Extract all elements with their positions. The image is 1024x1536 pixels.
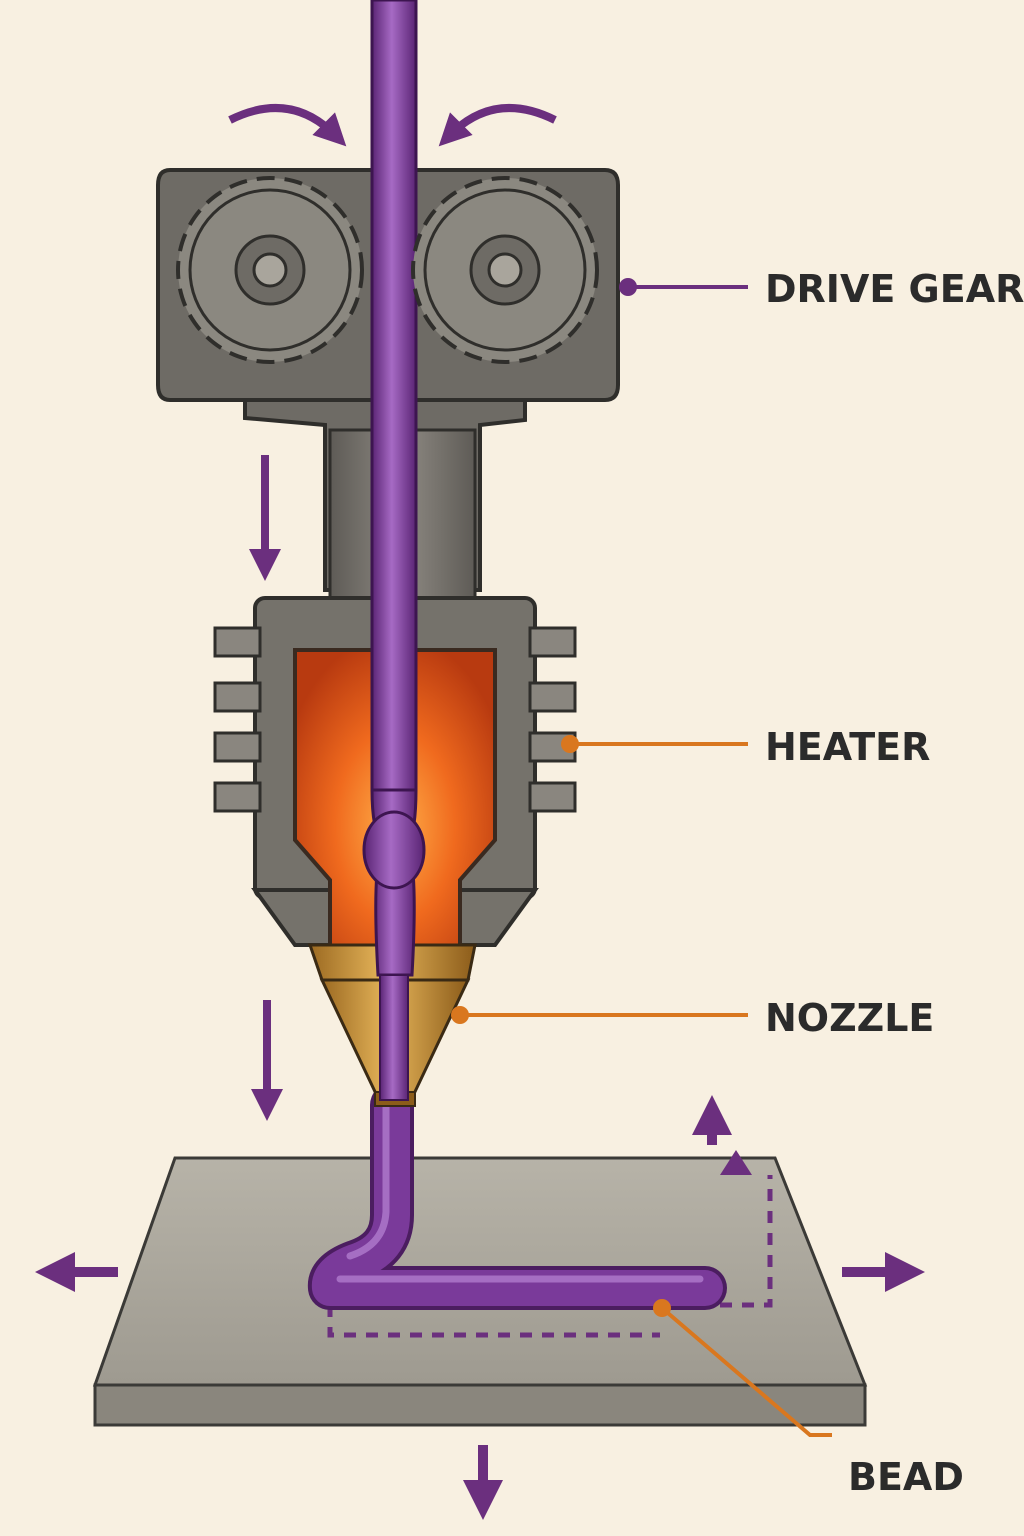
travel-path <box>327 1175 773 1338</box>
filament <box>362 0 426 1101</box>
label-bead: BEAD <box>848 1455 964 1499</box>
callout-nozzle: NOZZLE <box>451 996 934 1040</box>
callout-drive-gears: DRIVE GEARS <box>619 267 1024 311</box>
label-drive-gears: DRIVE GEARS <box>765 267 1024 311</box>
label-nozzle: NOZZLE <box>765 996 934 1040</box>
rotate-counterclockwise-icon <box>438 104 557 147</box>
label-heater: HEATER <box>765 725 930 769</box>
callout-bead: BEAD <box>653 1299 964 1499</box>
travel-path-arrow-icon <box>720 1150 752 1175</box>
drive-gear-left <box>176 176 364 364</box>
callout-heater: HEATER <box>561 725 930 769</box>
drive-gear-right <box>411 176 599 364</box>
rotate-clockwise-icon <box>228 104 347 147</box>
